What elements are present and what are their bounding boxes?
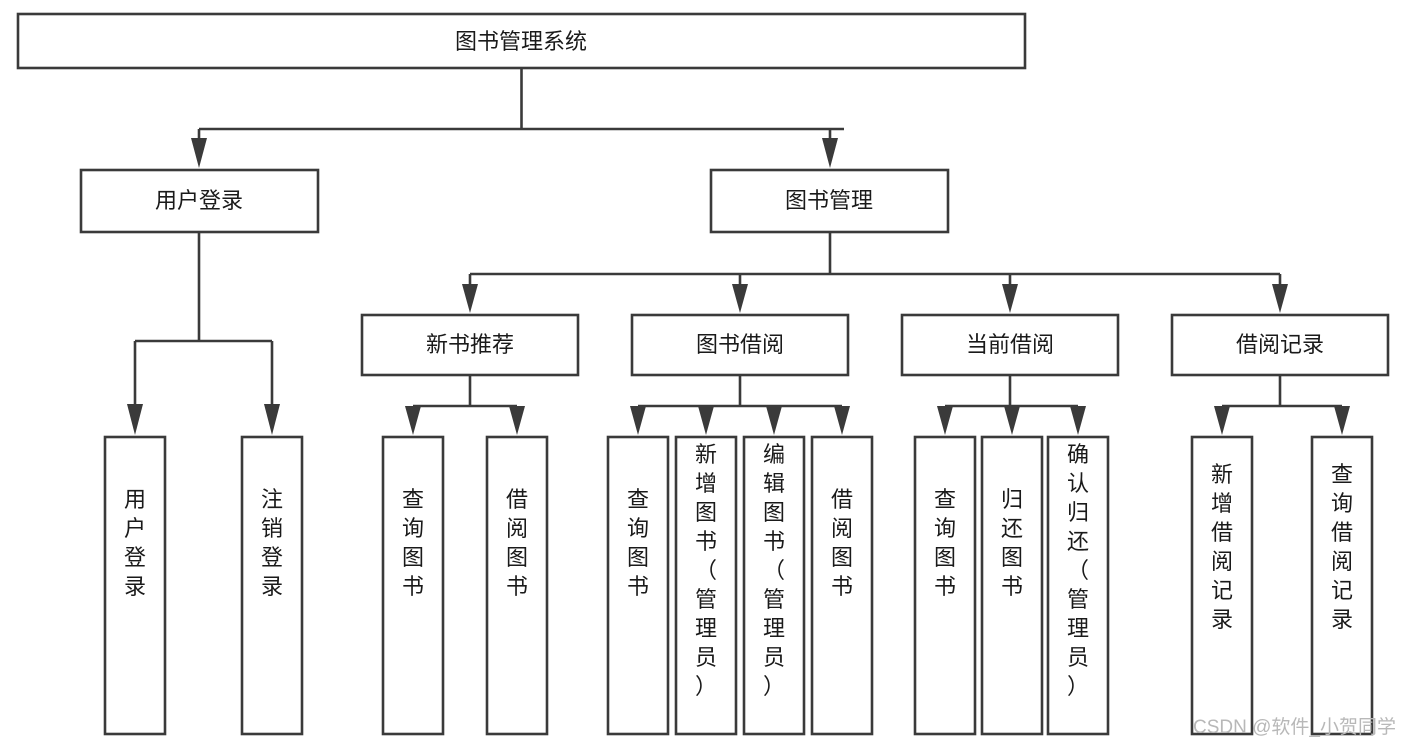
arrow-head-new-book-rec bbox=[462, 284, 478, 313]
arrow-head-book-borrow bbox=[732, 284, 748, 313]
node-book-borrow-label: 图书借阅 bbox=[696, 332, 784, 357]
node-leaf-confirm-return-box[interactable] bbox=[1046, 435, 1110, 736]
node-leaf-query-record[interactable]: 查询借阅记录 bbox=[1310, 435, 1374, 736]
connector-group-borrow-record bbox=[1214, 375, 1350, 435]
node-book-borrow[interactable]: 图书借阅 bbox=[630, 313, 850, 377]
node-book-manage-box[interactable] bbox=[709, 168, 950, 234]
node-root-label: 图书管理系统 bbox=[455, 29, 587, 54]
node-user-login-box[interactable] bbox=[79, 168, 320, 234]
node-leaf-borrow-book-2[interactable]: 借阅图书 bbox=[810, 435, 874, 736]
node-leaf-query-book-3-box[interactable] bbox=[913, 435, 977, 736]
node-leaf-query-book-3-label: 查询图书 bbox=[934, 487, 956, 599]
arrow-head-current-borrow bbox=[1002, 284, 1018, 313]
node-leaf-return-book-label: 归还图书 bbox=[1001, 487, 1023, 599]
node-leaf-add-record[interactable]: 新增借阅记录 bbox=[1190, 435, 1254, 736]
node-leaf-return-book-box[interactable] bbox=[980, 435, 1044, 736]
node-leaf-confirm-return[interactable]: 确认归还（管理员） bbox=[1046, 435, 1110, 736]
arrow-head-borrow-record bbox=[1272, 284, 1288, 313]
node-leaf-borrow-book-1[interactable]: 借阅图书 bbox=[485, 435, 549, 736]
connector-group-user-login bbox=[127, 232, 280, 435]
node-leaf-return-book[interactable]: 归还图书 bbox=[980, 435, 1044, 736]
node-leaf-edit-book-label: 编辑图书（管理员） bbox=[763, 442, 785, 699]
node-leaf-borrow-book-1-label: 借阅图书 bbox=[506, 487, 528, 599]
connector-group-book-borrow bbox=[630, 375, 850, 435]
node-leaf-query-book-2-label: 查询图书 bbox=[627, 487, 649, 599]
node-current-borrow[interactable]: 当前借阅 bbox=[900, 313, 1120, 377]
node-leaf-add-record-box[interactable] bbox=[1190, 435, 1254, 736]
arrow-head-leaf-borrow-book-2 bbox=[834, 406, 850, 435]
arrow-head-leaf-user-logout bbox=[264, 404, 280, 435]
arrow-head-leaf-add-book bbox=[698, 406, 714, 435]
node-leaf-query-record-box[interactable] bbox=[1310, 435, 1374, 736]
node-leaf-borrow-book-2-label: 借阅图书 bbox=[831, 487, 853, 599]
node-leaf-user-login-label: 用户登录 bbox=[124, 487, 146, 599]
node-new-book-rec-label: 新书推荐 bbox=[426, 332, 514, 357]
node-book-manage-label: 图书管理 bbox=[785, 188, 873, 213]
arrow-head-book-manage bbox=[822, 138, 838, 168]
node-leaf-add-book-label: 新增图书（管理员） bbox=[695, 442, 717, 699]
node-leaf-user-logout[interactable]: 注销登录 bbox=[240, 435, 304, 736]
node-leaf-query-book-2[interactable]: 查询图书 bbox=[606, 435, 670, 736]
arrow-head-leaf-confirm-return bbox=[1070, 406, 1086, 435]
arrow-head-leaf-query-book-2 bbox=[630, 406, 646, 435]
arrow-head-leaf-query-book-1 bbox=[405, 406, 421, 435]
node-user-login-label: 用户登录 bbox=[155, 188, 243, 213]
node-leaf-add-book-box[interactable] bbox=[674, 435, 738, 736]
node-borrow-record-label: 借阅记录 bbox=[1236, 332, 1324, 357]
csdn-watermark: CSDN @软件_小贺同学 bbox=[1193, 716, 1396, 738]
node-leaf-query-book-3[interactable]: 查询图书 bbox=[913, 435, 977, 736]
arrow-head-leaf-user-login bbox=[127, 404, 143, 435]
arrow-head-leaf-return-book bbox=[1004, 406, 1020, 435]
node-borrow-record-box[interactable] bbox=[1170, 313, 1390, 377]
node-root[interactable]: 图书管理系统 bbox=[16, 12, 1027, 70]
connector-group-new-book-rec bbox=[405, 375, 525, 435]
node-leaf-query-book-1[interactable]: 查询图书 bbox=[381, 435, 445, 736]
node-leaf-query-book-1-box[interactable] bbox=[381, 435, 445, 736]
node-leaf-query-book-1-label: 查询图书 bbox=[402, 487, 424, 599]
node-leaf-borrow-book-2-box[interactable] bbox=[810, 435, 874, 736]
node-leaf-add-record-label: 新增借阅记录 bbox=[1211, 462, 1233, 632]
node-new-book-rec-box[interactable] bbox=[360, 313, 580, 377]
node-leaf-user-logout-box[interactable] bbox=[240, 435, 304, 736]
arrow-head-user-login bbox=[191, 138, 207, 168]
arrow-head-leaf-query-book-3 bbox=[937, 406, 953, 435]
node-borrow-record[interactable]: 借阅记录 bbox=[1170, 313, 1390, 377]
node-current-borrow-box[interactable] bbox=[900, 313, 1120, 377]
node-leaf-edit-book[interactable]: 编辑图书（管理员） bbox=[742, 435, 806, 736]
connector-group-current-borrow bbox=[937, 375, 1086, 435]
node-user-login[interactable]: 用户登录 bbox=[79, 168, 320, 234]
node-book-manage[interactable]: 图书管理 bbox=[709, 168, 950, 234]
node-leaf-query-record-label: 查询借阅记录 bbox=[1331, 462, 1353, 632]
arrow-head-leaf-query-record bbox=[1334, 406, 1350, 435]
node-root-box[interactable] bbox=[16, 12, 1027, 70]
connector-group-root bbox=[191, 68, 844, 168]
arrow-head-leaf-add-record bbox=[1214, 406, 1230, 435]
node-new-book-rec[interactable]: 新书推荐 bbox=[360, 313, 580, 377]
node-leaf-query-book-2-box[interactable] bbox=[606, 435, 670, 736]
connector-group-book-manage bbox=[462, 232, 1288, 313]
node-current-borrow-label: 当前借阅 bbox=[966, 332, 1054, 357]
arrow-head-leaf-edit-book bbox=[766, 406, 782, 435]
node-leaf-borrow-book-1-box[interactable] bbox=[485, 435, 549, 736]
node-leaf-user-login[interactable]: 用户登录 bbox=[103, 435, 167, 736]
node-leaf-confirm-return-label: 确认归还（管理员） bbox=[1067, 442, 1089, 699]
node-leaf-add-book[interactable]: 新增图书（管理员） bbox=[674, 435, 738, 736]
arrow-head-leaf-borrow-book-1 bbox=[509, 406, 525, 435]
node-leaf-edit-book-box[interactable] bbox=[742, 435, 806, 736]
node-leaf-user-login-box[interactable] bbox=[103, 435, 167, 736]
node-book-borrow-box[interactable] bbox=[630, 313, 850, 377]
node-leaf-user-logout-label: 注销登录 bbox=[261, 487, 283, 599]
